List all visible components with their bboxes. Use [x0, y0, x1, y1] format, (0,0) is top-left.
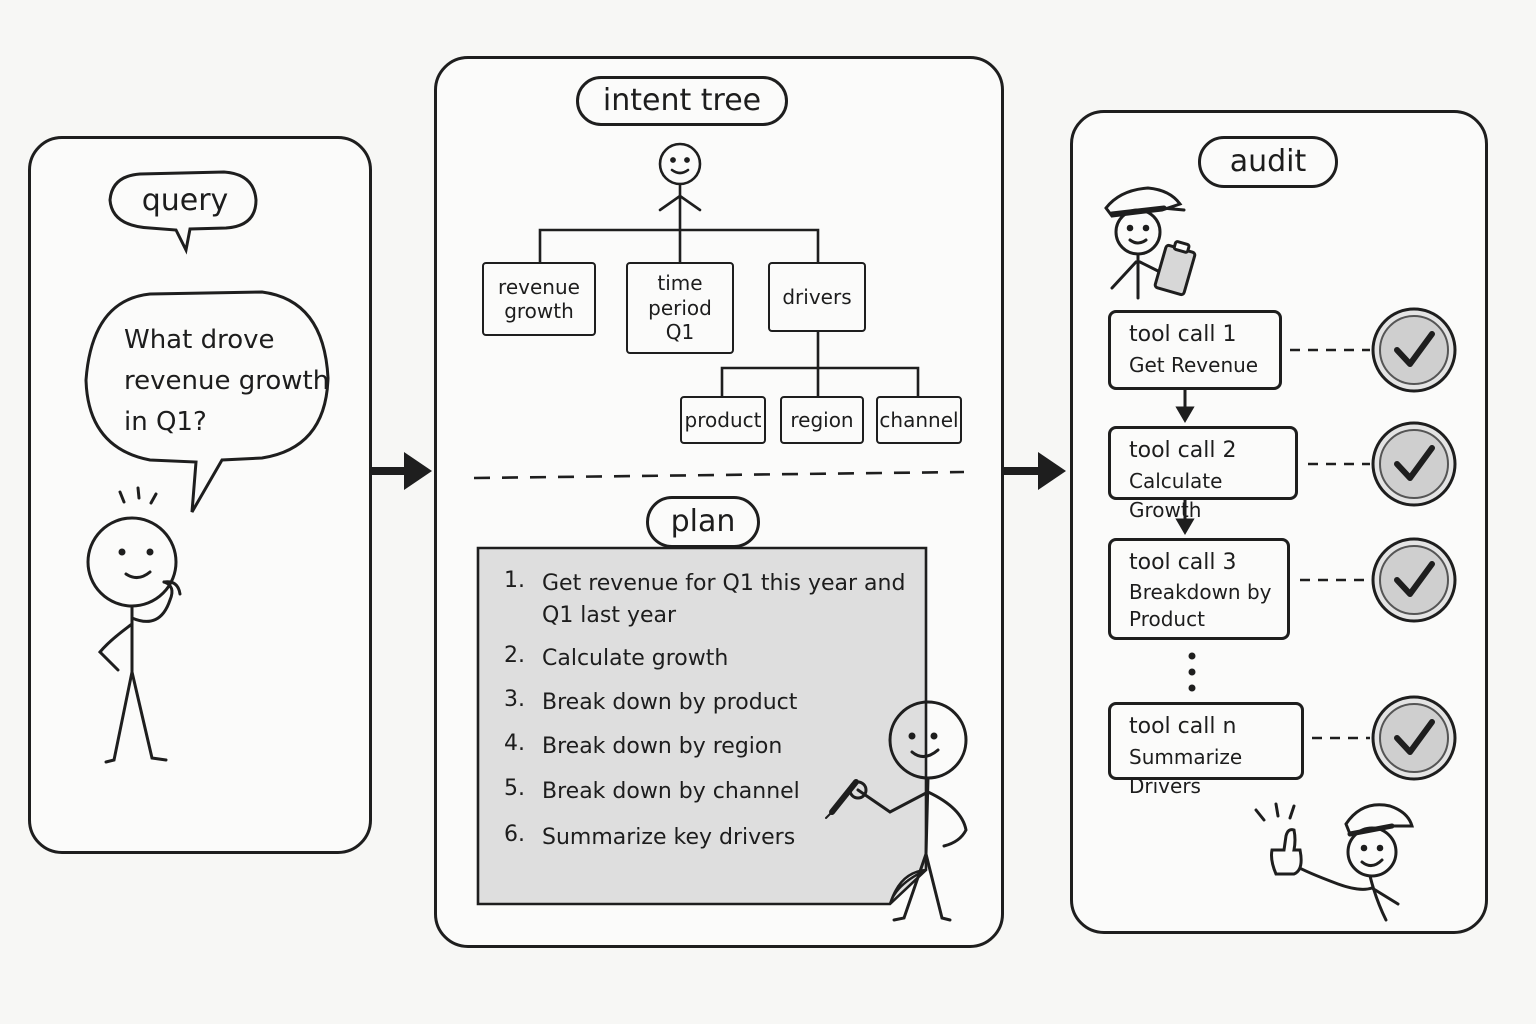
plan-step-text: Break down by product — [542, 690, 798, 715]
flow-arrow-icon — [1175, 390, 1195, 535]
plan-steps: 1. Get revenue for Q1 this year and Q1 l… — [504, 568, 924, 854]
plan-step-number: 3. — [504, 687, 525, 712]
node-time-period: time period Q1 — [626, 262, 734, 354]
plan-step: 4. Break down by region — [504, 731, 924, 763]
writing-person-icon — [825, 700, 968, 922]
node-channel: channel — [876, 396, 962, 444]
tool-call-desc: Breakdown by Product — [1129, 579, 1272, 631]
check-circle-icon — [1371, 307, 1457, 393]
ellipsis-icon — [1188, 652, 1196, 692]
plan-step-number: 4. — [504, 731, 525, 756]
plan-label: plan — [646, 496, 760, 548]
thumbs-up-auditor-icon — [1254, 802, 1414, 922]
tool-call-desc: Get Revenue — [1129, 352, 1259, 377]
plan-sheet-curl — [888, 868, 927, 905]
plan-step-text: Break down by channel — [542, 779, 800, 804]
intent-tree-label: intent tree — [576, 76, 788, 126]
tool-call-card: tool call 3 Breakdown by Product — [1108, 538, 1290, 640]
query-label: query — [141, 183, 229, 218]
tool-call-card: tool call 1 Get Revenue — [1108, 310, 1282, 390]
node-drivers: drivers — [768, 262, 866, 332]
tool-call-title: tool call 3 — [1129, 550, 1237, 575]
check-circle-icon — [1371, 695, 1457, 781]
plan-step-text: Get revenue for Q1 this year and Q1 last… — [542, 571, 906, 628]
plan-step-text: Calculate growth — [542, 646, 729, 671]
tool-call-title: tool call n — [1129, 714, 1237, 739]
audit-label: audit — [1198, 136, 1338, 188]
plan-step-number: 5. — [504, 776, 525, 801]
tool-call-card: tool call n Summarize Drivers — [1108, 702, 1304, 798]
check-circle-icon — [1371, 421, 1457, 507]
tool-call-title: tool call 2 — [1129, 438, 1237, 463]
node-region: region — [780, 396, 864, 444]
tool-call-desc: Summarize Drivers — [1129, 744, 1243, 798]
plan-step-number: 1. — [504, 568, 525, 593]
audit-panel — [1070, 110, 1488, 934]
plan-step: 5. Break down by channel — [504, 776, 924, 808]
plan-sheet — [476, 546, 928, 906]
plan-step: 3. Break down by product — [504, 687, 924, 719]
arrow-right-icon — [1004, 452, 1066, 490]
thinking-person-icon — [86, 486, 182, 764]
node-product: product — [680, 396, 766, 444]
plan-step-number: 2. — [504, 643, 525, 668]
question-bubble — [84, 290, 330, 513]
plan-step-text: Summarize key drivers — [542, 825, 796, 850]
plan-step-text: Break down by region — [542, 734, 783, 759]
check-circle-icon — [1371, 537, 1457, 623]
root-person-icon — [658, 142, 702, 264]
arrow-right-icon — [372, 452, 432, 490]
plan-step: 2. Calculate growth — [504, 643, 924, 675]
node-revenue-growth: revenue growth — [482, 262, 596, 336]
auditor-clipboard-icon — [1104, 186, 1197, 300]
plan-step: 1. Get revenue for Q1 this year and Q1 l… — [504, 568, 924, 632]
tool-call-desc: Calculate Growth — [1129, 468, 1223, 522]
tool-call-card: tool call 2 Calculate Growth — [1108, 426, 1298, 522]
dashed-connectors — [1290, 348, 1370, 740]
tool-call-title: tool call 1 — [1129, 322, 1237, 347]
question-text: What drove revenue growth in Q1? — [124, 325, 330, 437]
query-label-bubble — [108, 170, 258, 255]
plan-step-number: 6. — [504, 822, 525, 847]
plan-step: 6. Summarize key drivers — [504, 822, 924, 854]
